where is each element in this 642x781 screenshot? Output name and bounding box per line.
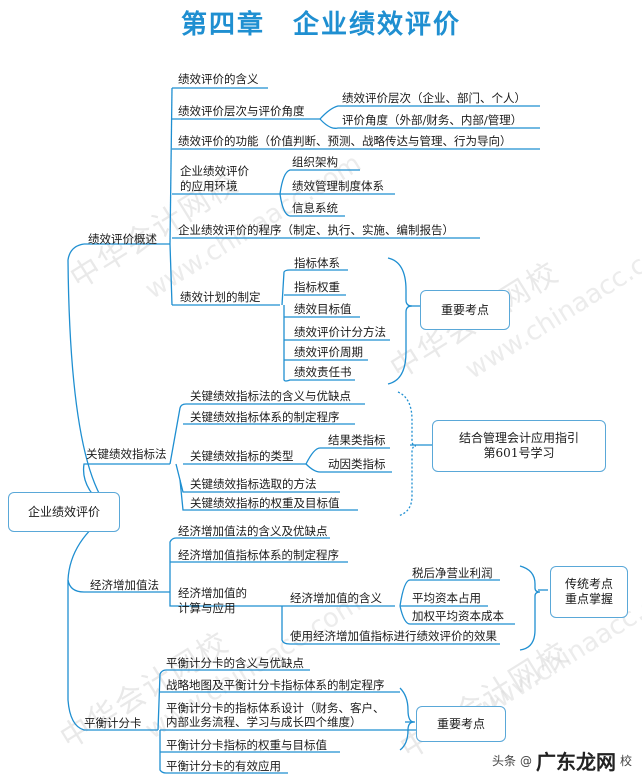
s4-strategy-map: 战略地图及平衡计分卡指标体系的制定程序 [166, 678, 385, 692]
s1-level: 绩效评价层次（企业、部门、个人） [342, 91, 526, 105]
s2-selection: 关键绩效指标选取的方法 [190, 477, 317, 491]
s3-nopat: 税后净营业利润 [412, 566, 493, 580]
s1-angle: 评价角度（外部/财务、内部/管理） [342, 113, 523, 127]
s1-environment-line2: 的应用环境 [180, 179, 238, 193]
footer-brand: 广东龙网 [535, 750, 616, 774]
s3-calc-line2: 计算与应用 [178, 601, 236, 615]
s1-env-system: 绩效管理制度体系 [292, 179, 384, 193]
s1-plan-cycle: 绩效评价周期 [294, 345, 363, 359]
s1-plan-targets: 绩效目标值 [294, 302, 352, 316]
note-guideline-line2: 第601号学习 [483, 446, 555, 460]
footer-credit: 头条 @ 广东龙网 校 [492, 746, 632, 775]
s2-weights: 关键绩效指标的权重及目标值 [190, 496, 340, 510]
note-key-point-1: 重要考点 [420, 290, 510, 330]
s3-meaning: 经济增加值法的含义及优缺点 [178, 524, 328, 538]
s1-plan-responsibility: 绩效责任书 [294, 365, 352, 379]
s1-plan-weights: 指标权重 [294, 280, 340, 294]
s2-meaning: 关键绩效指标法的含义与优缺点 [190, 389, 351, 403]
s3-effect: 使用经济增加值指标进行绩效评价的效果 [290, 629, 497, 643]
s3-eva-meaning: 经济增加值的含义 [290, 591, 382, 605]
s1-meaning: 绩效评价的含义 [178, 72, 259, 86]
s3-wacc: 加权平均资本成本 [412, 609, 504, 623]
s1-plan-scoring: 绩效评价计分方法 [294, 325, 386, 339]
s2-types: 关键绩效指标的类型 [190, 449, 294, 463]
s1-function: 绩效评价的功能（价值判断、预测、战略传达与管理、行为导向） [178, 134, 512, 148]
page-title: 第四章 企业绩效评价 [180, 10, 461, 40]
s1-level-angle: 绩效评价层次与评价角度 [178, 104, 305, 118]
s4-design-line2: 内部业务流程、学习与成长四个维度） [166, 715, 362, 729]
note-traditional-line1: 传统考点 [564, 577, 613, 591]
footer-at: @ [519, 753, 532, 768]
s4-application: 平衡计分卡的有效应用 [166, 759, 281, 773]
s1-plan: 绩效计划的制定 [180, 290, 261, 304]
s2-driver-indicators: 动因类指标 [328, 457, 386, 471]
s1-procedure: 企业绩效评价的程序（制定、执行、实施、编制报告） [178, 223, 454, 237]
s1-env-org: 组织架构 [292, 155, 338, 169]
note-traditional: 传统考点 重点掌握 [550, 566, 628, 618]
section-bsc: 平衡计分卡 [84, 716, 142, 730]
note-key-point-2: 重要考点 [416, 706, 506, 742]
section-kpi: 关键绩效指标法 [86, 447, 167, 461]
root-node: 企业绩效评价 [8, 492, 120, 532]
s1-plan-indicators: 指标体系 [294, 256, 340, 270]
s3-procedure: 经济增加值指标体系的制定程序 [178, 548, 339, 562]
s1-env-info: 信息系统 [292, 201, 338, 215]
s4-design-line1: 平衡计分卡的指标体系设计（财务、客户、 [166, 701, 385, 715]
note-guideline-601: 结合管理会计应用指引 第601号学习 [432, 420, 606, 472]
s2-procedure: 关键绩效指标体系的制定程序 [190, 410, 340, 424]
note-guideline-line1: 结合管理会计应用指引 [458, 431, 579, 445]
s4-meaning: 平衡计分卡的含义与优缺点 [166, 656, 304, 670]
section-eva: 经济增加值法 [90, 578, 159, 592]
note-traditional-line2: 重点掌握 [564, 592, 613, 606]
s4-weights: 平衡计分卡指标的权重与目标值 [166, 738, 327, 752]
footer-prefix: 头条 [491, 754, 516, 768]
s1-environment-line1: 企业绩效评价 [180, 164, 249, 178]
s3-capital: 平均资本占用 [412, 591, 481, 605]
s3-calc-line1: 经济增加值的 [178, 586, 247, 600]
s2-result-indicators: 结果类指标 [328, 433, 386, 447]
section-performance-overview: 绩效评价概述 [88, 232, 157, 246]
footer-suffix: 校 [619, 754, 632, 768]
